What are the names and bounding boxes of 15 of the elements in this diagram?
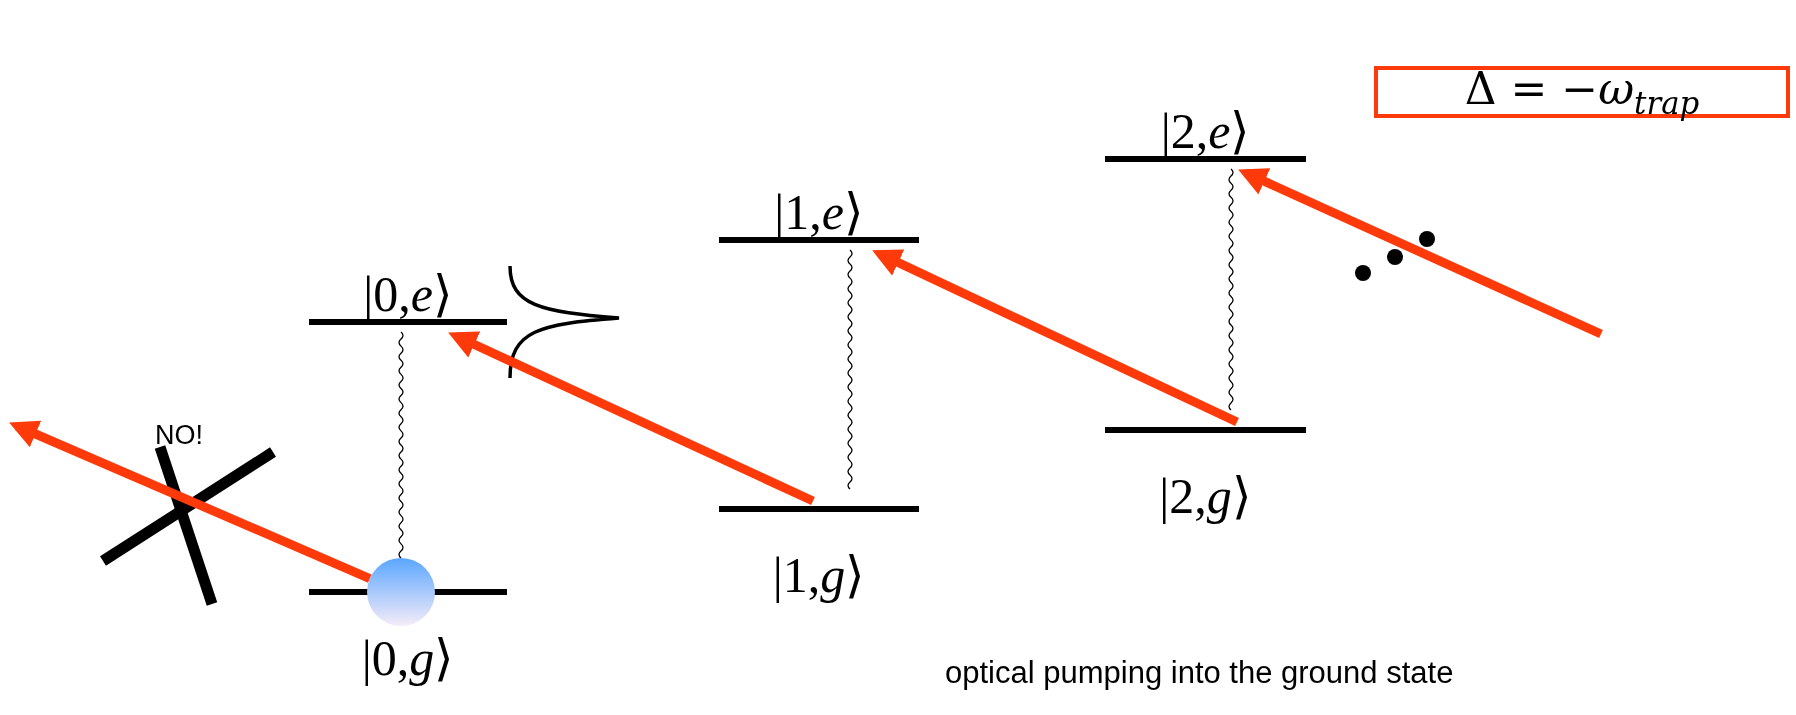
decay-wave: [1228, 168, 1234, 411]
warning-label: NO!: [155, 420, 203, 451]
laser-arrow: [872, 249, 1239, 427]
state-label: |1,e⟩: [774, 187, 864, 237]
detuning-formula: Δ = −ω$_{trap}$: [1464, 63, 1700, 121]
decay-wave: [398, 331, 404, 559]
state-label: |0,e⟩: [363, 269, 453, 319]
energy-level: [719, 506, 919, 602]
laser-arrow: [1238, 168, 1603, 339]
energy-level: [1105, 427, 1306, 523]
laser-arrow: [448, 331, 815, 506]
laser-arrow: [9, 420, 372, 583]
caption-text: optical pumping into the ground state: [945, 655, 1454, 691]
state-label: |2,e⟩: [1160, 106, 1251, 156]
decay-wave: [847, 249, 853, 490]
